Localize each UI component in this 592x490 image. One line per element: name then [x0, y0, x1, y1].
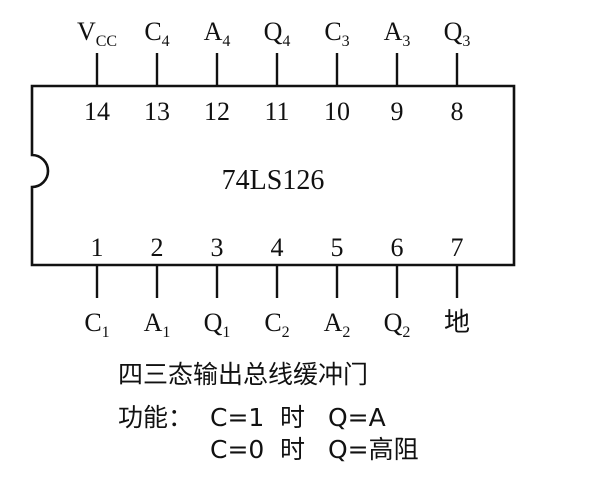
pin-3: 3Q1 [204, 233, 231, 341]
pin-9-label: A3 [384, 17, 411, 50]
pin-13-number: 13 [144, 97, 170, 126]
row2-result: Q=高阻 [328, 435, 419, 464]
pin-10-label: C3 [324, 17, 349, 50]
pin-4-label: C2 [264, 308, 289, 341]
function-label: 功能： [118, 403, 194, 432]
pin-10: 10 C3 [324, 17, 350, 126]
pin-11: 11 Q4 [264, 17, 291, 126]
pin-3-number: 3 [211, 233, 224, 262]
pin-6-label: Q2 [384, 308, 411, 341]
row2-condition: C=0 [210, 435, 265, 464]
pin-13: 13 C4 [144, 17, 170, 126]
row1-result: Q=A [328, 403, 386, 432]
pin-8: 8 Q3 [444, 17, 471, 126]
pin-1-label: C1 [84, 308, 109, 341]
pin-8-number: 8 [451, 97, 464, 126]
pin-8-label: Q3 [444, 17, 471, 50]
pin-6-number: 6 [391, 233, 404, 262]
pin-7-label: 地 [444, 308, 470, 337]
pin-9: 9 A3 [384, 17, 411, 126]
pin-1: 1C1 [84, 233, 109, 341]
row1-condition: C=1 [210, 403, 265, 432]
pin-7-number: 7 [451, 233, 464, 262]
pin-6: 6Q2 [384, 233, 411, 341]
pin-12-number: 12 [204, 97, 230, 126]
pin-5: 5A2 [324, 233, 351, 341]
pin-11-number: 11 [264, 97, 289, 126]
pin-11-label: Q4 [264, 17, 291, 50]
pin-2: 2A1 [144, 233, 171, 341]
pins-layer: 1C12A13Q14C25A26Q27地8Q39A310C311Q412A413… [77, 17, 470, 341]
pin-14-number: 14 [84, 97, 110, 126]
pin-2-label: A1 [144, 308, 171, 341]
pin-5-number: 5 [331, 233, 344, 262]
pin-7: 7地 [444, 233, 470, 337]
pin-9-number: 9 [391, 97, 404, 126]
part-number: 74LS126 [222, 165, 325, 196]
pin-12: 12 A4 [204, 17, 231, 126]
pin-2-number: 2 [151, 233, 164, 262]
caption-title: 四三态输出总线缓冲门 [118, 360, 369, 389]
pin-3-label: Q1 [204, 308, 231, 341]
ic-pinout-diagram: 74LS126 1C12A13Q14C25A26Q27地8Q39A310C311… [30, 17, 516, 341]
pin-13-label: C4 [144, 17, 169, 50]
row2-when: 时 [280, 435, 306, 464]
pin-10-number: 10 [324, 97, 350, 126]
pin-1-number: 1 [91, 233, 104, 262]
pin-12-label: A4 [204, 17, 231, 50]
chip-body [30, 84, 516, 267]
pin-4-number: 4 [271, 233, 284, 262]
pin-5-label: A2 [324, 308, 351, 341]
pin-4: 4C2 [264, 233, 289, 341]
row1-when: 时 [280, 403, 306, 432]
pin-14-label: VCC [77, 17, 117, 50]
pin-14: 14 VCC [77, 17, 117, 126]
